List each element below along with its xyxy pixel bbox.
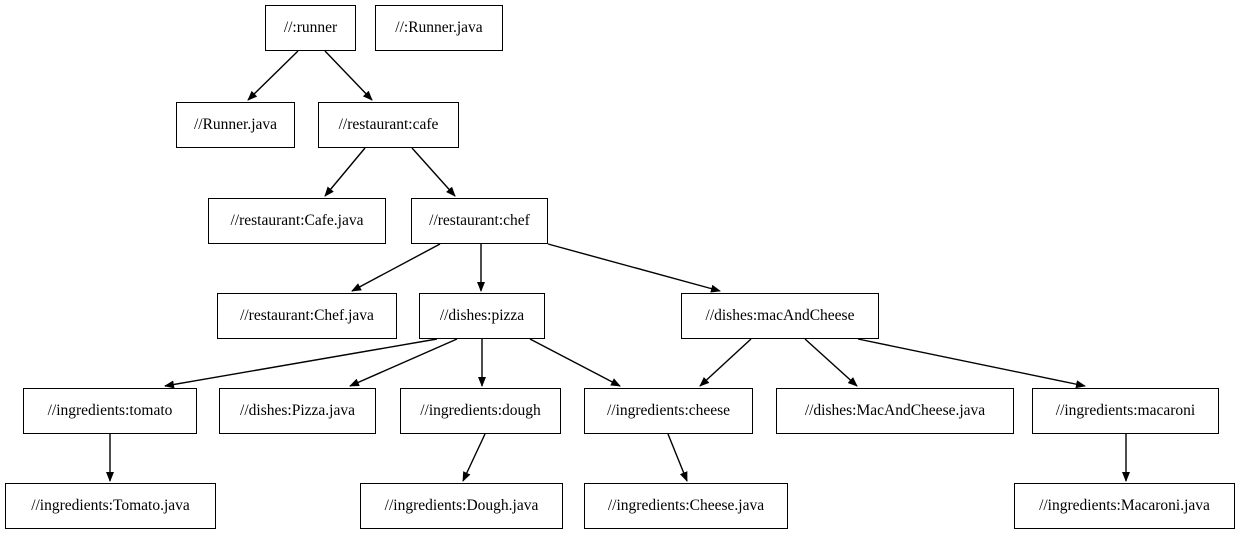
- graph-node-cheese_java[interactable]: //ingredients:Cheese.java: [584, 483, 788, 529]
- node-label: //dishes:Pizza.java: [240, 402, 355, 420]
- graph-node-restaurant_cafe[interactable]: //restaurant:cafe: [318, 102, 459, 148]
- graph-node-ing_macaroni[interactable]: //ingredients:macaroni: [1032, 388, 1219, 434]
- graph-node-runner[interactable]: //:runner: [265, 5, 356, 51]
- graph-node-runner_java[interactable]: //Runner.java: [176, 102, 295, 148]
- node-label: //dishes:MacAndCheese.java: [804, 402, 986, 420]
- graph-node-ing_dough[interactable]: //ingredients:dough: [400, 388, 561, 434]
- node-label: //ingredients:cheese: [606, 402, 731, 420]
- graph-node-tomato_java[interactable]: //ingredients:Tomato.java: [5, 483, 216, 529]
- node-label: //Runner.java: [193, 116, 278, 134]
- node-label: //dishes:macAndCheese: [705, 307, 855, 325]
- graph-node-runner_java_root[interactable]: //:Runner.java: [375, 5, 503, 51]
- node-label: //:runner: [283, 19, 338, 37]
- node-label: //ingredients:dough: [420, 402, 541, 420]
- graph-node-dough_java[interactable]: //ingredients:Dough.java: [360, 483, 563, 529]
- node-label: //ingredients:Dough.java: [384, 497, 539, 515]
- node-label: //ingredients:macaroni: [1055, 402, 1196, 420]
- graph-node-restaurant_chef[interactable]: //restaurant:chef: [411, 198, 548, 244]
- graph-node-ing_cheese[interactable]: //ingredients:cheese: [584, 388, 753, 434]
- node-label: //ingredients:tomato: [47, 402, 173, 420]
- graph-node-macaroni_java[interactable]: //ingredients:Macaroni.java: [1014, 483, 1235, 529]
- node-label: //restaurant:Cafe.java: [230, 212, 364, 230]
- node-label: //ingredients:Tomato.java: [31, 497, 190, 515]
- node-label: //dishes:pizza: [439, 307, 525, 325]
- graph-node-dishes_pizza[interactable]: //dishes:pizza: [419, 293, 545, 339]
- node-label: //ingredients:Macaroni.java: [1039, 497, 1210, 515]
- node-label: //restaurant:cafe: [338, 116, 439, 134]
- node-label: //restaurant:chef: [429, 212, 530, 230]
- node-label: //restaurant:Chef.java: [240, 307, 374, 325]
- graph-node-dishes_mac[interactable]: //dishes:macAndCheese: [681, 293, 879, 339]
- graph-node-mac_java[interactable]: //dishes:MacAndCheese.java: [776, 388, 1014, 434]
- graph-node-pizza_java[interactable]: //dishes:Pizza.java: [219, 388, 376, 434]
- node-label: //:Runner.java: [395, 19, 483, 37]
- graph-node-cafe_java[interactable]: //restaurant:Cafe.java: [208, 198, 386, 244]
- graph-node-chef_java[interactable]: //restaurant:Chef.java: [217, 293, 397, 339]
- graph-node-ing_tomato[interactable]: //ingredients:tomato: [23, 388, 197, 434]
- node-label: //ingredients:Cheese.java: [607, 497, 765, 515]
